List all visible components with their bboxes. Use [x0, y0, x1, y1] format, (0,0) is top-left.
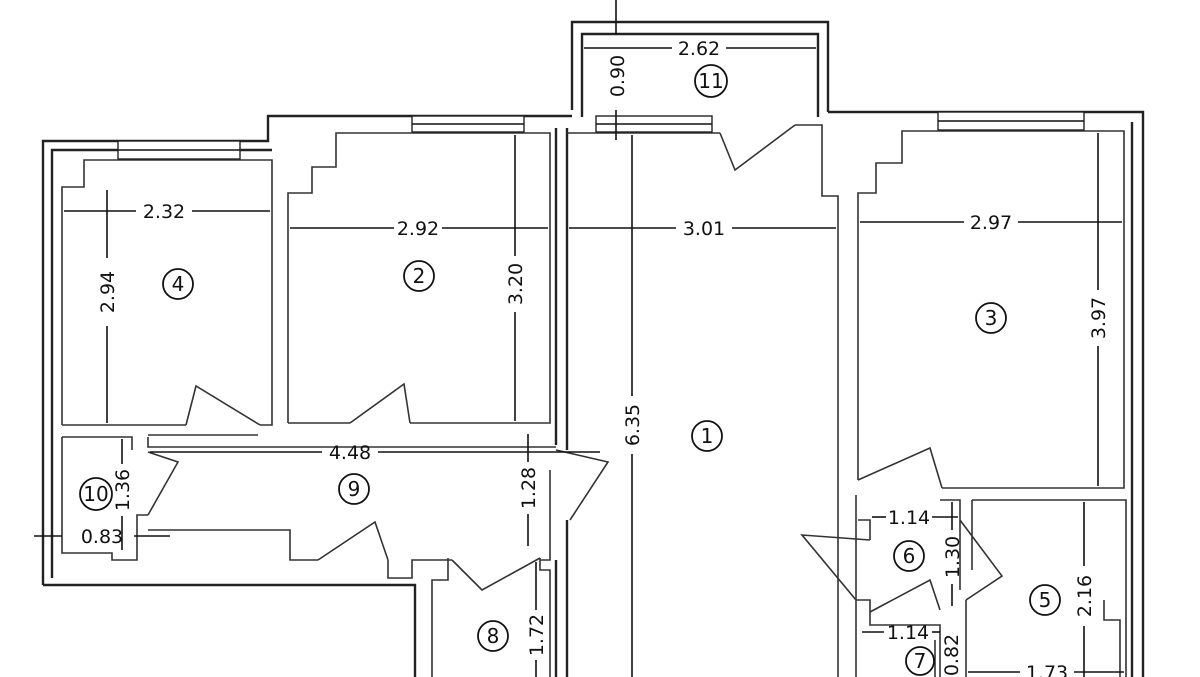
dim-room5-depth: 2.16 [1074, 575, 1096, 617]
doors [147, 124, 1004, 613]
dim-room3-width: 2.97 [970, 212, 1012, 234]
room-labels: 11 4 2 3 1 9 10 6 [79, 64, 1061, 676]
room-label-5: 5 [1029, 584, 1061, 616]
room-label-4: 4 [162, 268, 194, 300]
room-label-1: 1 [691, 420, 723, 452]
room-label-3: 3 [975, 302, 1007, 334]
dim-room6-depth: 1.30 [942, 536, 964, 578]
dim-hall-length: 4.48 [329, 442, 371, 464]
dim-room5-width: 1.73 [1026, 662, 1068, 677]
room-number: 4 [172, 272, 185, 296]
room-label-7: 7 [905, 646, 935, 676]
dimension-lines [34, 0, 1124, 677]
inner-walls [61, 124, 1127, 677]
dim-room2-width: 2.92 [397, 218, 439, 240]
outer-walls [41, 20, 1145, 677]
room-label-9: 9 [338, 473, 370, 505]
dim-room1-width: 3.01 [683, 218, 725, 240]
room-number: 3 [985, 306, 998, 330]
dim-room4-depth: 2.94 [97, 271, 119, 313]
dim-balcony-depth: 0.90 [607, 55, 629, 97]
room-label-8: 8 [477, 620, 509, 652]
room-number: 9 [348, 477, 361, 501]
dim-room10-width: 0.83 [81, 526, 123, 548]
room-number: 8 [487, 624, 500, 648]
room-number: 1 [701, 424, 714, 448]
room-number: 7 [914, 649, 927, 673]
dim-room3-depth: 3.97 [1088, 297, 1110, 339]
room-number: 11 [698, 69, 723, 93]
dim-hall-depth: 1.28 [518, 467, 540, 509]
dim-room1-depth: 6.35 [622, 404, 644, 446]
dim-room10-depth: 1.36 [112, 469, 134, 511]
room-label-6: 6 [893, 540, 925, 572]
dim-room8-depth: 1.72 [526, 614, 548, 656]
dim-room4-width: 2.32 [143, 201, 185, 223]
room-number: 5 [1039, 588, 1052, 612]
room-label-11: 11 [694, 64, 728, 98]
dim-room7-depth: 0.82 [941, 634, 963, 676]
windows [117, 111, 1085, 160]
dim-balcony-width: 2.62 [678, 38, 720, 60]
dim-room2-depth: 3.20 [505, 263, 527, 305]
dim-room7-width: 1.14 [887, 622, 929, 644]
room-number: 6 [903, 544, 916, 568]
room-label-2: 2 [403, 260, 435, 292]
room-label-10: 10 [79, 477, 113, 511]
room-number: 2 [413, 264, 426, 288]
dimension-labels: 2.62 0.90 2.32 2.94 2.92 3.20 3.01 6.35 … [81, 38, 1110, 677]
dim-room6-width: 1.14 [888, 507, 930, 529]
room-number: 10 [83, 482, 108, 506]
